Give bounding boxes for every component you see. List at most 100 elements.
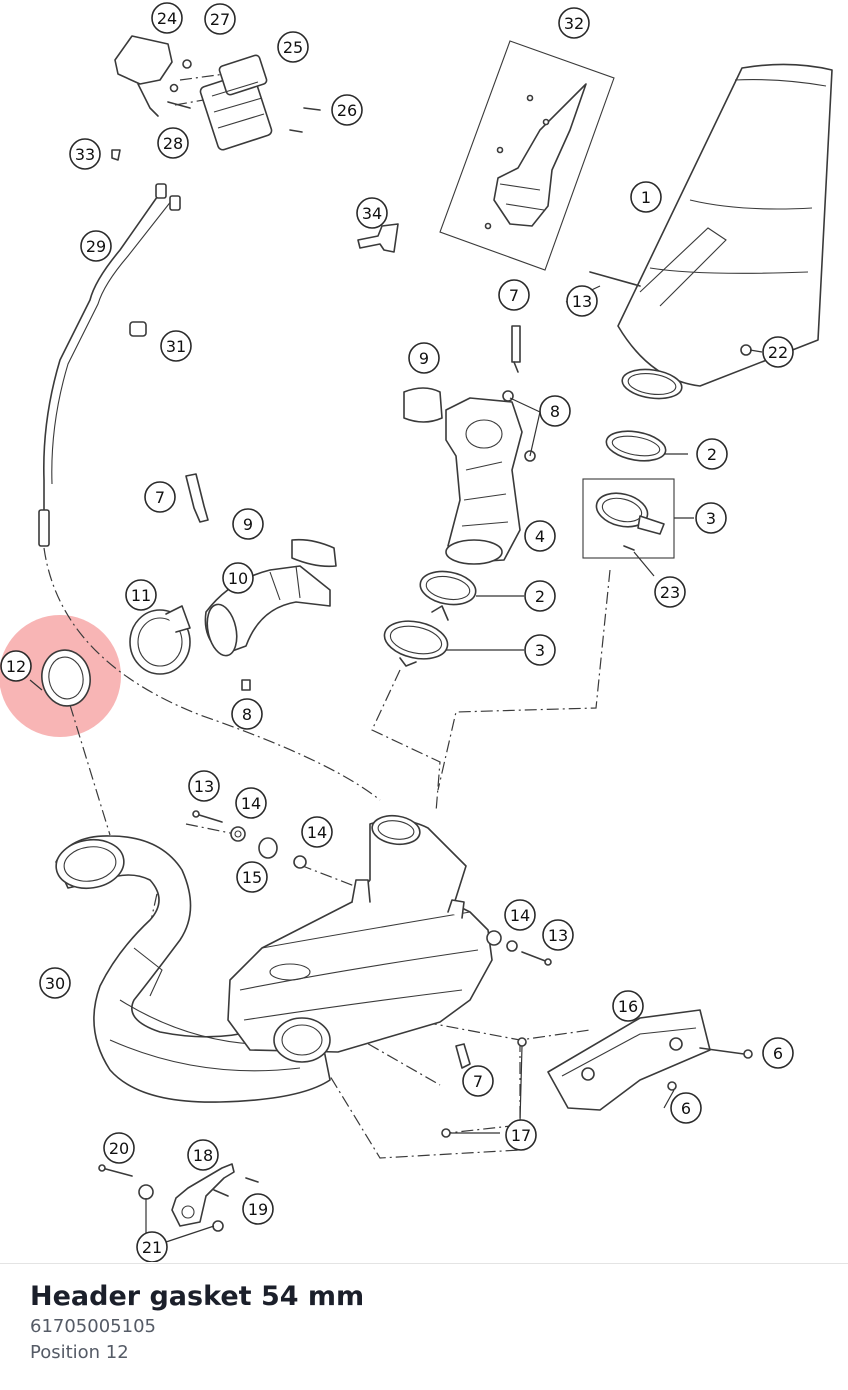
- callout-label: 30: [45, 974, 65, 993]
- callout-19[interactable]: 19: [242, 1193, 274, 1225]
- callout-15[interactable]: 15: [236, 861, 268, 893]
- callout-12[interactable]: 12: [0, 650, 32, 682]
- callout-label: 1: [641, 188, 651, 207]
- callout-17[interactable]: 17: [505, 1119, 537, 1151]
- callout-2[interactable]: 2: [524, 580, 556, 612]
- callout-14[interactable]: 14: [504, 899, 536, 931]
- callout-label: 18: [193, 1146, 213, 1165]
- callout-label: 13: [572, 292, 592, 311]
- callout-label: 13: [548, 926, 568, 945]
- callout-circle: [69, 138, 101, 170]
- callout-21[interactable]: 21: [136, 1231, 168, 1262]
- callout-label: 15: [242, 868, 262, 887]
- callout-label: 3: [706, 509, 716, 528]
- callout-circle: [39, 967, 71, 999]
- callout-circle: [462, 1065, 494, 1097]
- callout-9[interactable]: 9: [232, 508, 264, 540]
- callout-22[interactable]: 22: [762, 336, 794, 368]
- callout-8[interactable]: 8: [231, 698, 263, 730]
- callout-11[interactable]: 11: [125, 579, 157, 611]
- callout-32[interactable]: 32: [558, 7, 590, 39]
- callout-label: 2: [535, 587, 545, 606]
- callout-30[interactable]: 30: [39, 967, 71, 999]
- callout-25[interactable]: 25: [277, 31, 309, 63]
- callout-circle: [505, 1119, 537, 1151]
- callout-4[interactable]: 4: [524, 520, 556, 552]
- heat-shield-16: [547, 1009, 753, 1111]
- callout-14[interactable]: 14: [301, 816, 333, 848]
- callout-27[interactable]: 27: [204, 3, 236, 35]
- part-number: 61705005105: [30, 1316, 156, 1337]
- callout-circle: [204, 3, 236, 35]
- callout-label: 21: [142, 1238, 162, 1257]
- callout-label: 7: [509, 286, 519, 305]
- callout-circle: [695, 502, 727, 534]
- callout-7[interactable]: 7: [498, 279, 530, 311]
- callout-circle: [231, 698, 263, 730]
- callout-label: 3: [535, 641, 545, 660]
- callout-26[interactable]: 26: [331, 94, 363, 126]
- callout-8[interactable]: 8: [539, 395, 571, 427]
- callout-29[interactable]: 29: [80, 230, 112, 262]
- callout-2[interactable]: 2: [696, 438, 728, 470]
- callout-13[interactable]: 13: [566, 285, 598, 317]
- callout-3[interactable]: 3: [524, 634, 556, 666]
- callout-circle: [762, 1037, 794, 1069]
- callout-6[interactable]: 6: [762, 1037, 794, 1069]
- callout-7[interactable]: 7: [144, 481, 176, 513]
- callout-circle: [277, 31, 309, 63]
- part-position: Position 12: [30, 1342, 129, 1363]
- callout-label: 24: [157, 9, 177, 28]
- callout-circle: [524, 580, 556, 612]
- exhaust-actuator-group: [111, 35, 321, 161]
- catalyst-pipe-4: [403, 325, 536, 565]
- callout-circle: [80, 230, 112, 262]
- callout-23[interactable]: 23: [654, 576, 686, 608]
- callout-circle: [187, 1139, 219, 1171]
- callout-circle: [762, 336, 794, 368]
- catalyst-gasket-clamp: [383, 570, 477, 667]
- callout-13[interactable]: 13: [542, 919, 574, 951]
- callout-label: 19: [248, 1200, 268, 1219]
- callout-label: 7: [473, 1072, 483, 1091]
- callout-label: 14: [241, 794, 261, 813]
- callout-circle: [566, 285, 598, 317]
- callout-circle: [160, 330, 192, 362]
- callout-label: 33: [75, 145, 95, 164]
- callout-label: 14: [510, 906, 530, 925]
- callout-circle: [157, 127, 189, 159]
- callout-9[interactable]: 9: [408, 342, 440, 374]
- callout-label: 10: [228, 569, 248, 588]
- callout-label: 16: [618, 997, 638, 1016]
- callout-33[interactable]: 33: [69, 138, 101, 170]
- callout-28[interactable]: 28: [157, 127, 189, 159]
- callout-16[interactable]: 16: [612, 990, 644, 1022]
- callout-label: 20: [109, 1139, 129, 1158]
- callout-18[interactable]: 18: [187, 1139, 219, 1171]
- callout-circle: [301, 816, 333, 848]
- callout-circle: [654, 576, 686, 608]
- callout-circle: [235, 787, 267, 819]
- callout-circle: [232, 508, 264, 540]
- callout-13[interactable]: 13: [188, 770, 220, 802]
- mounting-hardware: [192, 810, 552, 966]
- callout-14[interactable]: 14: [235, 787, 267, 819]
- callout-24[interactable]: 24: [151, 2, 183, 34]
- callout-3[interactable]: 3: [695, 502, 727, 534]
- bottom-bracket-group: [98, 1163, 259, 1232]
- exhaust-exploded-diagram: 2427252628332931343211322798234237910112…: [0, 2, 833, 1262]
- callout-circle: [125, 579, 157, 611]
- callout-20[interactable]: 20: [103, 1132, 135, 1164]
- part-title: Header gasket 54 mm: [30, 1281, 365, 1312]
- callout-10[interactable]: 10: [222, 562, 254, 594]
- callout-34[interactable]: 34: [356, 197, 388, 229]
- callout-circle: [242, 1193, 274, 1225]
- callout-label: 26: [337, 101, 357, 120]
- callout-7[interactable]: 7: [462, 1065, 494, 1097]
- callout-label: 7: [155, 488, 165, 507]
- callout-6[interactable]: 6: [670, 1092, 702, 1124]
- callout-1[interactable]: 1: [630, 181, 662, 213]
- leader-lines: [29, 285, 763, 1244]
- callout-31[interactable]: 31: [160, 330, 192, 362]
